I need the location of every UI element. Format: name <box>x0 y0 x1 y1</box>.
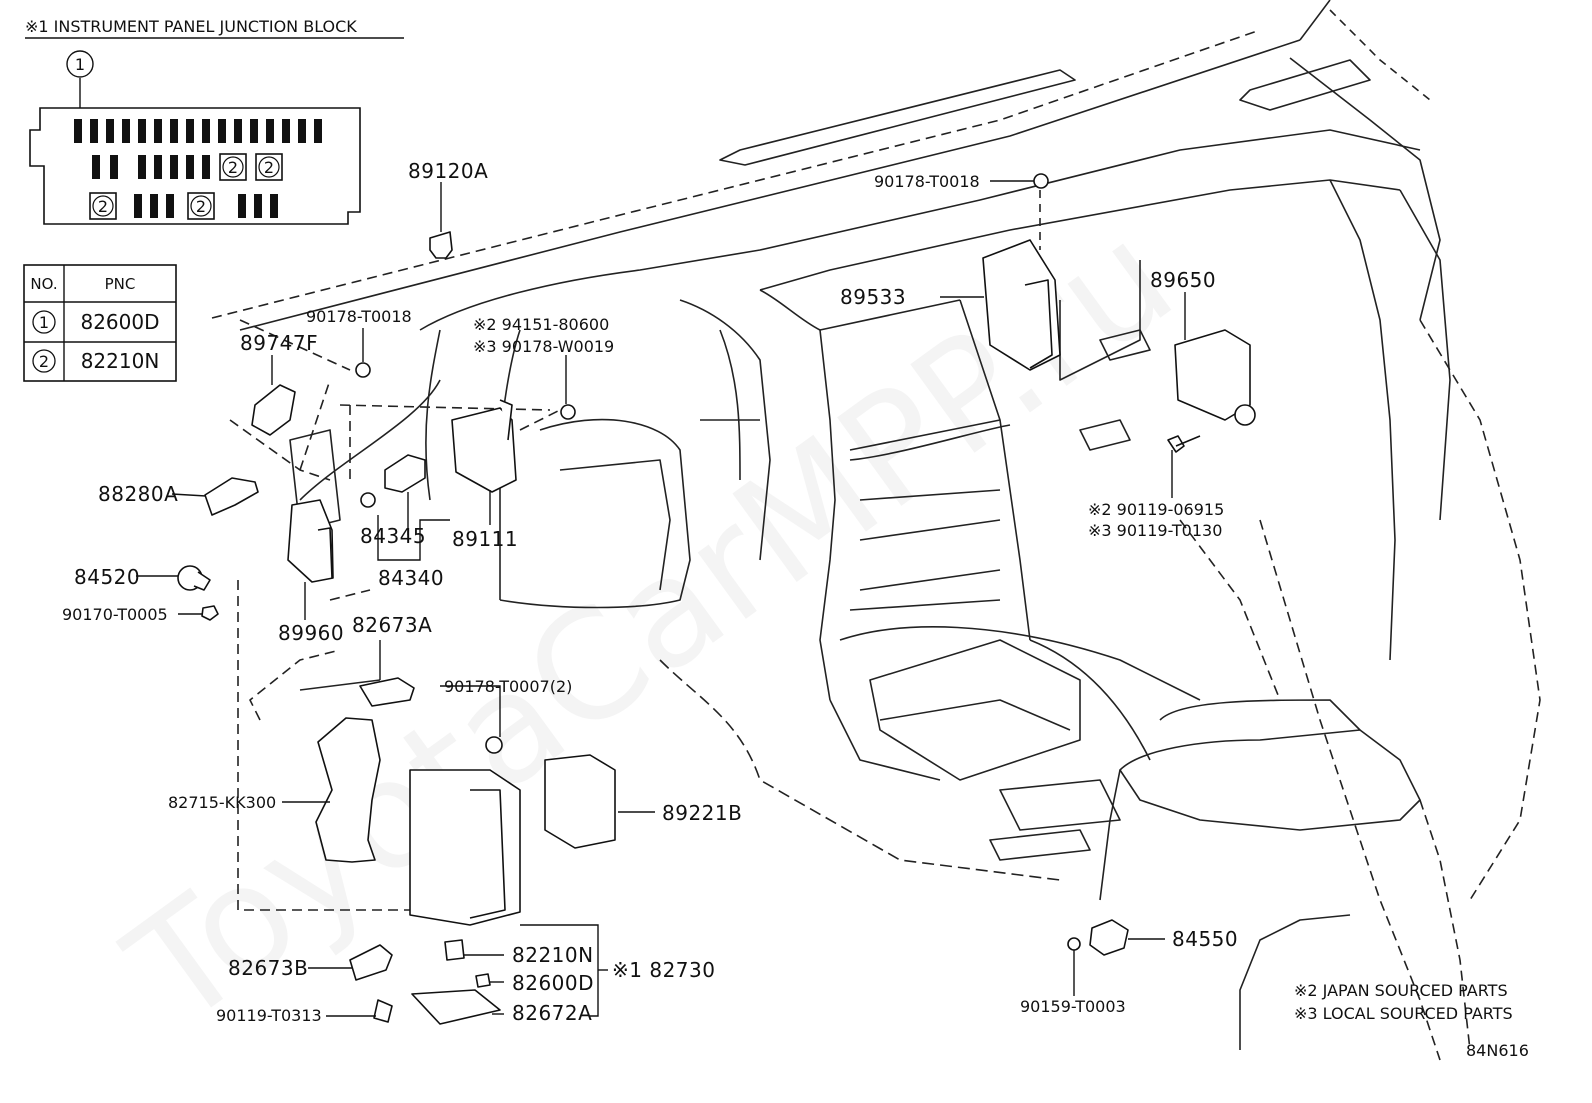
part-shapes <box>177 173 1256 1025</box>
label-89747F: 89747F <box>240 331 318 355</box>
callout-1-circle <box>66 50 94 78</box>
label-90178-T0007: 90178-T0007(2) <box>444 677 572 696</box>
table-row-1-no: 1 <box>39 313 49 332</box>
label-89650: 89650 <box>1150 268 1216 292</box>
label-88280A: 88280A <box>98 482 178 506</box>
table-header-no: NO. <box>30 275 57 293</box>
leader-lines <box>79 78 1186 1017</box>
label-82600D: 82600D <box>512 971 594 995</box>
label-89960: 89960 <box>278 621 344 645</box>
label-90119-06915: ※2 90119-06915 <box>1088 500 1224 519</box>
label-84345: 84345 <box>360 524 426 548</box>
fuse-bars-row-3 <box>134 194 278 218</box>
label-90119-T0313: 90119-T0313 <box>216 1006 322 1025</box>
svg-text:2: 2 <box>98 197 108 216</box>
table-row-2-no: 2 <box>39 352 49 371</box>
label-90178-W0019: ※3 90178-W0019 <box>473 337 614 356</box>
junction-block-inset: ※1 INSTRUMENT PANEL JUNCTION BLOCK 1 <box>25 17 404 225</box>
svg-text:2: 2 <box>228 158 238 177</box>
svg-text:2: 2 <box>196 197 206 216</box>
dashboard-outline <box>211 0 1541 1061</box>
label-90178-T0018-left: 90178-T0018 <box>306 307 412 326</box>
diagram-code: 84N616 <box>1466 1041 1529 1060</box>
label-89120A: 89120A <box>408 159 488 183</box>
label-94151-80600: ※2 94151-80600 <box>473 315 609 334</box>
label-90178-T0018-top: 90178-T0018 <box>874 172 980 191</box>
label-82210N: 82210N <box>512 943 594 967</box>
label-89221B: 89221B <box>662 801 742 825</box>
label-84550: 84550 <box>1172 927 1238 951</box>
relay-marker-a: 2 <box>219 153 247 181</box>
table-row-2-pnc: 82210N <box>81 349 160 373</box>
table-header-pnc: PNC <box>105 275 136 293</box>
relay-marker-c: 2 <box>89 192 117 220</box>
junction-block-title: ※1 INSTRUMENT PANEL JUNCTION BLOCK <box>25 17 357 36</box>
svg-text:2: 2 <box>264 158 274 177</box>
notes: ※2 JAPAN SOURCED PARTS ※3 LOCAL SOURCED … <box>1294 981 1529 1060</box>
fuse-bars-row-2 <box>92 155 210 179</box>
note-local-sourced: ※3 LOCAL SOURCED PARTS <box>1294 1004 1513 1023</box>
part-labels: 89120A 90178-T0018 89533 89650 89747F 90… <box>62 159 1238 1025</box>
label-82672A: 82672A <box>512 1001 592 1025</box>
index-table: NO. PNC 1 82600D 2 82210N <box>23 264 177 382</box>
label-82673A: 82673A <box>352 613 432 637</box>
relay-marker-b: 2 <box>255 153 283 181</box>
label-90119-T0130: ※3 90119-T0130 <box>1088 521 1222 540</box>
callout-1-label: 1 <box>75 55 85 74</box>
label-90170-T0005: 90170-T0005 <box>62 605 168 624</box>
note-japan-sourced: ※2 JAPAN SOURCED PARTS <box>1294 981 1508 1000</box>
label-89533: 89533 <box>840 285 906 309</box>
fuse-bars-row-1 <box>74 119 322 143</box>
relay-marker-d: 2 <box>187 192 215 220</box>
label-82715-KK300: 82715-KK300 <box>168 793 276 812</box>
table-row-1-pnc: 82600D <box>80 310 159 334</box>
label-90159-T0003: 90159-T0003 <box>1020 997 1126 1016</box>
label-82673B: 82673B <box>228 956 308 980</box>
label-84340: 84340 <box>378 566 444 590</box>
label-82730: ※1 82730 <box>612 958 715 982</box>
label-84520: 84520 <box>74 565 140 589</box>
label-89111: 89111 <box>452 527 518 551</box>
